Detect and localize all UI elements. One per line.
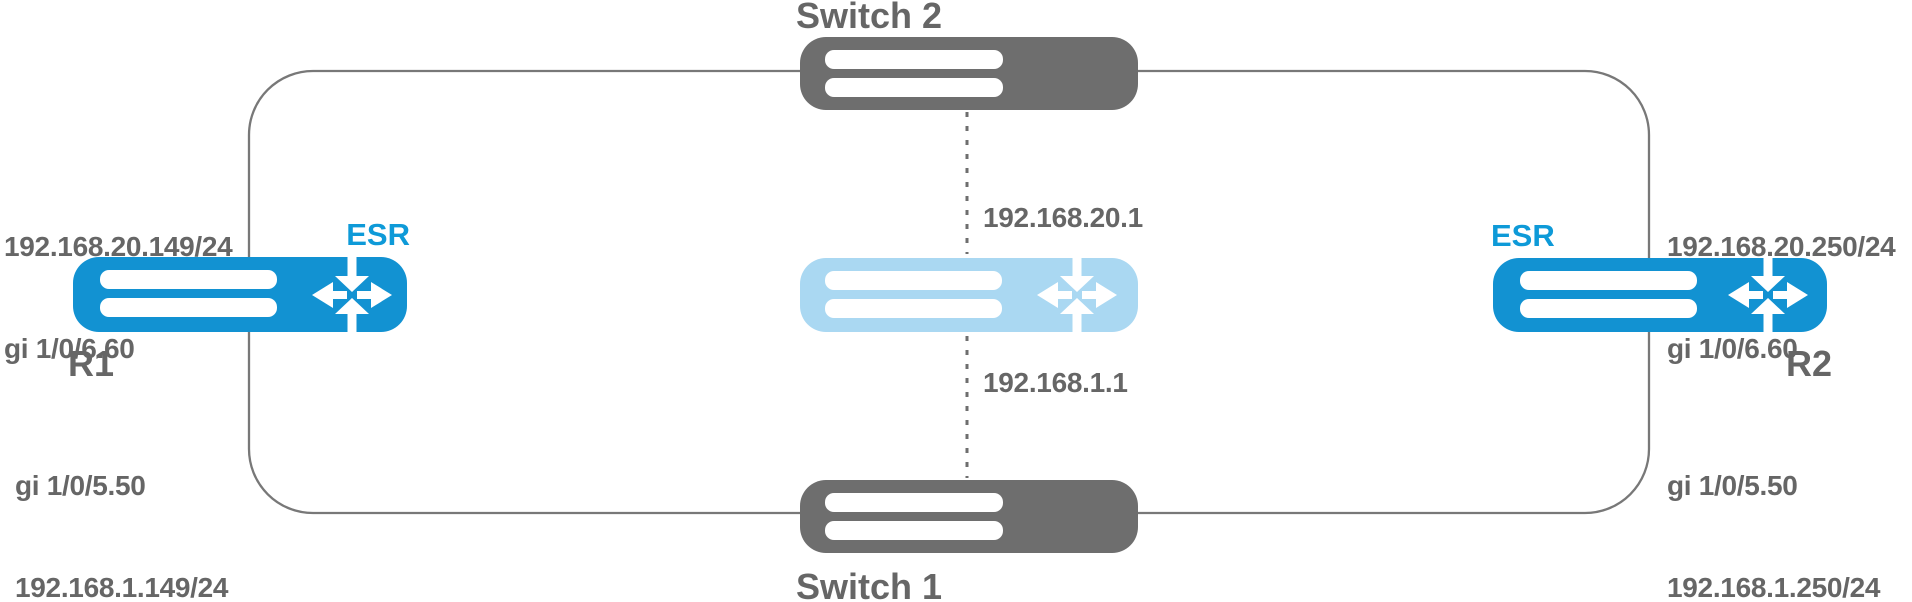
router-arrows-icon [312,251,392,339]
r1-uplink-iface: gi 1/0/6.60 [4,333,135,364]
chassis-slot [825,493,1003,512]
r2-platform-label: ESR [1491,218,1555,253]
switch2-icon [800,37,1138,110]
switch2-label: Switch 2 [796,0,943,36]
r2-label: R2 [1786,343,1833,384]
virtual-ip-upper: 192.168.20.1 [983,202,1143,233]
chassis-slot [100,270,277,289]
chassis-slot [1520,299,1697,318]
r1-uplink-ip: 192.168.20.149/24 [4,231,233,262]
r2-uplink-iface: gi 1/0/6.60 [1667,333,1798,364]
switch1-icon [800,480,1138,553]
r2-downlink-ip: 192.168.1.250/24 [1667,572,1881,602]
router-arrows-icon [1728,251,1808,339]
chassis-slot [1520,271,1697,290]
chassis-slot [825,299,1002,318]
r2-uplink-ip: 192.168.20.250/24 [1667,231,1896,262]
r2-downlink-info: gi 1/0/5.50 192.168.1.250/24 [1667,401,1880,602]
router-r1-icon [73,251,407,339]
r1-downlink-ip: 192.168.1.149/24 [15,572,229,602]
chassis-slot [825,50,1003,69]
r1-downlink-iface: gi 1/0/5.50 [15,470,146,501]
chassis-slot [825,521,1003,540]
r1-label: R1 [68,343,115,384]
r1-platform-label: ESR [346,217,410,252]
chassis-slot [825,78,1003,97]
r1-downlink-info: gi 1/0/5.50 192.168.1.149/24 [15,401,228,602]
r2-downlink-iface: gi 1/0/5.50 [1667,470,1798,501]
virtual-router-icon [800,251,1138,339]
chassis-slot [825,271,1002,290]
switch1-label: Switch 1 [796,566,943,602]
router-arrows-icon [1037,251,1117,339]
r1-uplink-info: 192.168.20.149/24 gi 1/0/6.60 [4,162,233,434]
router-r2-icon [1493,251,1827,339]
chassis-slot [100,298,277,317]
virtual-ip-lower: 192.168.1.1 [983,367,1128,398]
r2-uplink-info: 192.168.20.250/24 gi 1/0/6.60 [1667,162,1896,434]
